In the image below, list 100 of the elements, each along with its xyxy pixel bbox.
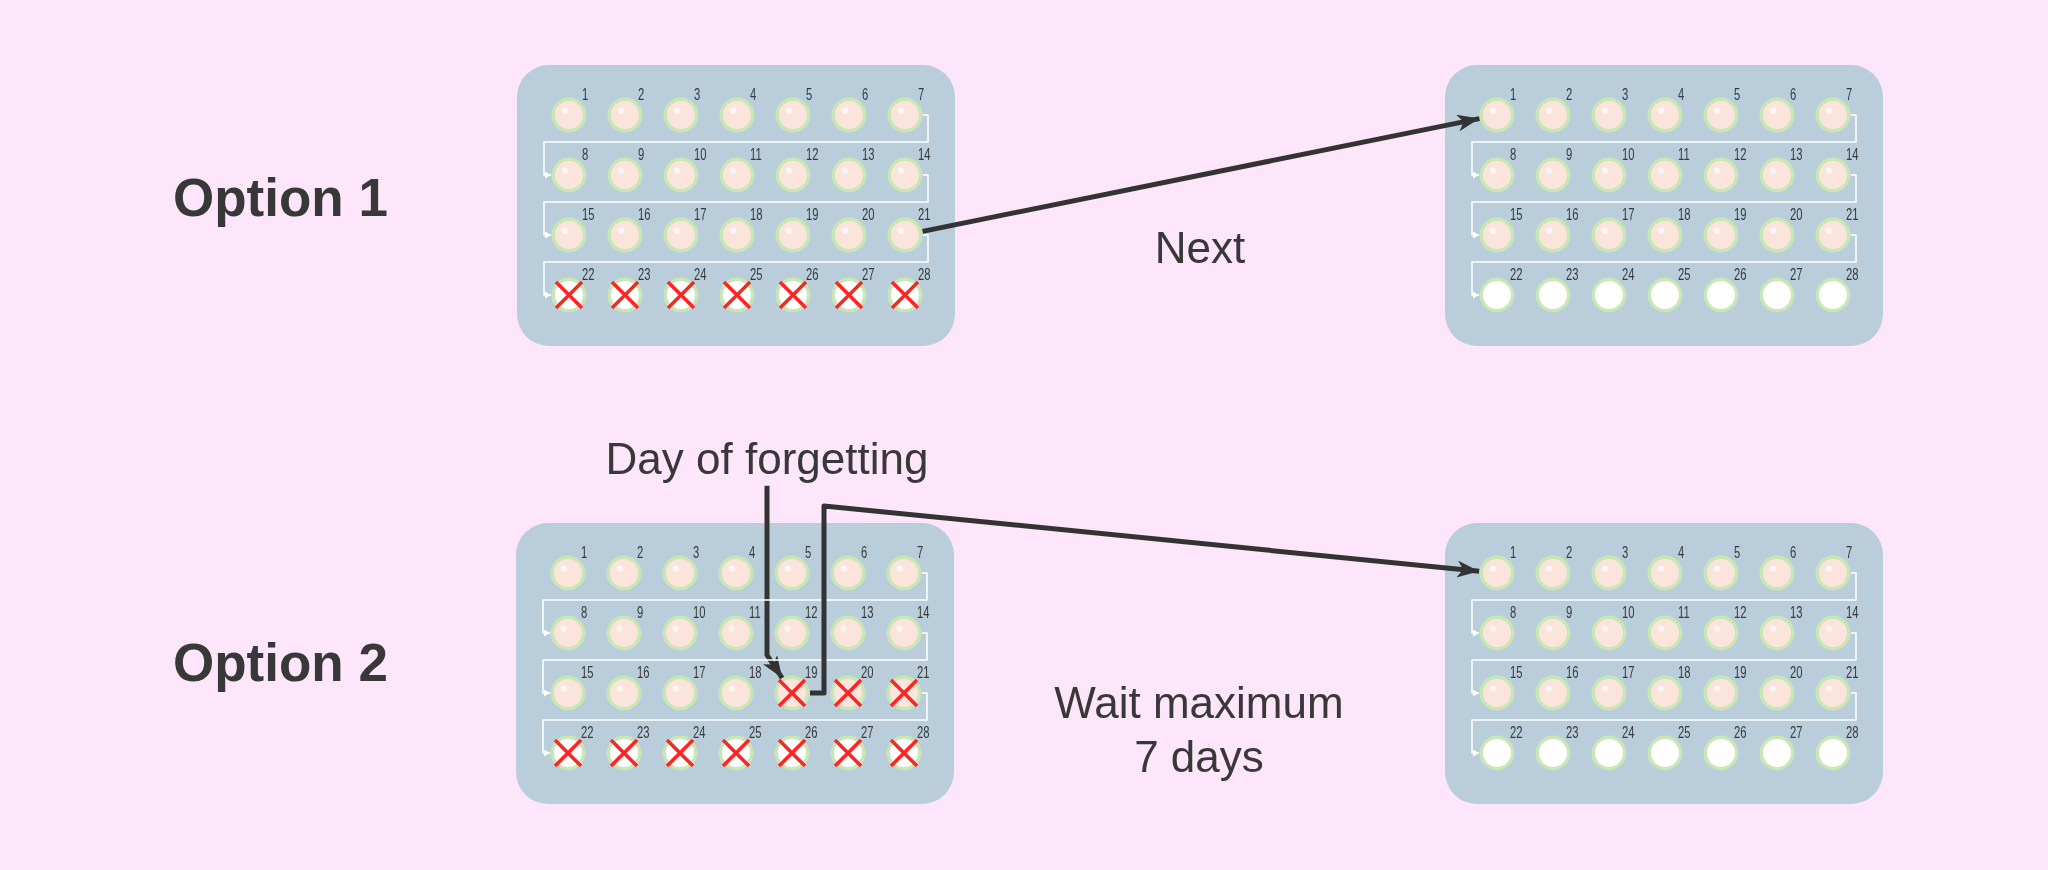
arrow <box>1471 114 1857 179</box>
day-number: 16 <box>1566 206 1579 223</box>
day-number: 28 <box>917 724 930 741</box>
day-number: 8 <box>1510 146 1517 163</box>
day-number: 9 <box>1566 604 1573 621</box>
day-number: 6 <box>861 544 868 561</box>
day-number: 11 <box>1678 146 1690 163</box>
arrow <box>1471 234 1857 299</box>
day-number: 8 <box>582 146 589 163</box>
day-number: 26 <box>806 266 819 283</box>
day-number: 25 <box>750 266 763 283</box>
option-label: Option 2 <box>173 632 388 694</box>
arrow <box>1471 572 1857 637</box>
day-number: 28 <box>918 266 931 283</box>
arrow <box>922 114 1480 234</box>
day-number: 13 <box>1790 146 1803 163</box>
day-number: 1 <box>582 86 589 103</box>
day-number: 7 <box>918 86 925 103</box>
day-number: 10 <box>1622 146 1635 163</box>
day-number: 21 <box>917 664 930 681</box>
day-number: 20 <box>862 206 875 223</box>
day-number: 12 <box>1734 146 1747 163</box>
day-number: 10 <box>1622 604 1635 621</box>
day-number: 4 <box>750 86 757 103</box>
day-number: 5 <box>806 86 813 103</box>
day-number: 6 <box>862 86 869 103</box>
day-number: 21 <box>1846 206 1859 223</box>
day-number: 7 <box>917 544 924 561</box>
day-number: 19 <box>1734 206 1747 223</box>
day-number: 19 <box>1734 664 1747 681</box>
day-number: 18 <box>1678 664 1691 681</box>
day-number: 28 <box>1846 724 1859 741</box>
day-number: 24 <box>693 724 706 741</box>
day-number: 15 <box>582 206 595 223</box>
day-number: 3 <box>1622 86 1629 103</box>
day-number: 13 <box>1790 604 1803 621</box>
day-number: 4 <box>749 544 756 561</box>
day-number: 3 <box>694 86 701 103</box>
day-number: 3 <box>693 544 700 561</box>
day-number: 2 <box>1566 544 1573 561</box>
day-number: 18 <box>749 664 762 681</box>
day-number: 23 <box>638 266 651 283</box>
day-number: 24 <box>1622 724 1635 741</box>
arrow <box>543 174 929 239</box>
day-number: 27 <box>1790 266 1803 283</box>
arrow <box>1471 174 1857 239</box>
day-number: 19 <box>806 206 819 223</box>
arrow <box>1471 632 1857 697</box>
day-number: 7 <box>1846 544 1853 561</box>
day-number: 20 <box>1790 664 1803 681</box>
day-number: 17 <box>694 206 707 223</box>
arrow <box>1471 692 1857 757</box>
day-number: 3 <box>1622 544 1629 561</box>
day-number: 22 <box>1510 724 1523 741</box>
arrow <box>542 572 928 637</box>
day-number: 19 <box>805 664 818 681</box>
blister-pack <box>1445 65 1883 346</box>
day-number: 8 <box>1510 604 1517 621</box>
day-number: 9 <box>638 146 645 163</box>
day-number: 17 <box>1622 664 1635 681</box>
day-number: 5 <box>805 544 812 561</box>
day-number: 12 <box>806 146 819 163</box>
day-number: 16 <box>638 206 651 223</box>
arrow <box>542 632 928 697</box>
day-number: 28 <box>1846 266 1859 283</box>
day-number: 14 <box>1846 604 1859 621</box>
arrow <box>810 503 1480 696</box>
day-number: 24 <box>694 266 707 283</box>
day-number: 5 <box>1734 544 1741 561</box>
day-number: 23 <box>1566 724 1579 741</box>
day-number: 15 <box>1510 206 1523 223</box>
day-number: 17 <box>693 664 706 681</box>
day-number: 20 <box>1790 206 1803 223</box>
arrow <box>762 485 785 680</box>
day-number: 26 <box>805 724 818 741</box>
day-number: 10 <box>693 604 706 621</box>
day-number: 18 <box>750 206 763 223</box>
day-number: 6 <box>1790 86 1797 103</box>
day-number: 16 <box>637 664 650 681</box>
day-number: 23 <box>637 724 650 741</box>
day-number: 10 <box>694 146 707 163</box>
day-number: 26 <box>1734 724 1747 741</box>
arrow <box>543 114 929 179</box>
day-number: 14 <box>917 604 930 621</box>
day-number: 1 <box>1510 544 1517 561</box>
option-label: Option 1 <box>173 167 388 229</box>
day-number: 1 <box>1510 86 1517 103</box>
day-number: 11 <box>1678 604 1690 621</box>
day-number: 8 <box>581 604 588 621</box>
day-number: 2 <box>1566 86 1573 103</box>
day-number: 12 <box>805 604 818 621</box>
day-number: 23 <box>1566 266 1579 283</box>
arrow <box>542 692 928 757</box>
day-number: 9 <box>1566 146 1573 163</box>
day-number: 21 <box>1846 664 1859 681</box>
day-number: 22 <box>1510 266 1523 283</box>
day-number: 14 <box>1846 146 1859 163</box>
day-number: 13 <box>861 604 874 621</box>
day-number: 2 <box>637 544 644 561</box>
day-number: 20 <box>861 664 874 681</box>
